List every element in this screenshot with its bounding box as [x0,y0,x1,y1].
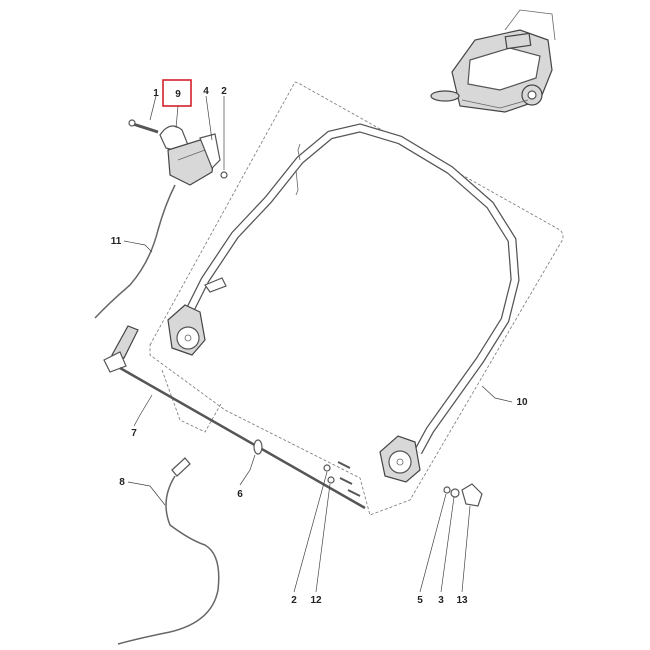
handle-frame [180,123,520,455]
callout-7: 7 [131,428,137,439]
callout-2-bottom: 2 [291,595,297,606]
callout-12: 12 [310,595,322,606]
machine-thumbnail [430,9,556,113]
callout-labels: 1 9 4 2 11 10 7 8 6 2 12 5 3 13 [111,86,528,606]
frame-bracket-upper [204,277,227,293]
callout-2-top: 2 [221,86,227,97]
callout-9: 9 [175,89,181,100]
callout-6: 6 [237,489,243,500]
highlight-box [162,79,192,107]
left-handle-knob [167,304,206,356]
callout-13: 13 [456,595,468,606]
callout-1: 1 [153,88,159,99]
right-handle-knob [379,435,421,483]
screws-center [323,461,361,497]
hardware-right [443,483,483,507]
callout-10: 10 [516,397,528,408]
callout-3: 3 [438,595,444,606]
cover-part-4 [199,133,221,170]
bolt-part-1 [128,119,159,134]
rod-part-6 [119,366,366,510]
cable-part-8 [117,457,220,645]
handle-assembly-outline [149,81,564,516]
callout-5: 5 [417,595,423,606]
callout-8: 8 [119,477,125,488]
lever-part-7 [103,325,139,373]
control-housing-part-9 [159,125,216,186]
leader-lines [123,95,513,593]
callout-11: 11 [111,236,122,247]
rod-assembly-outline [161,369,223,433]
nut-part-2-top [220,171,228,179]
cable-part-11 [94,184,176,319]
callout-4: 4 [203,86,209,97]
